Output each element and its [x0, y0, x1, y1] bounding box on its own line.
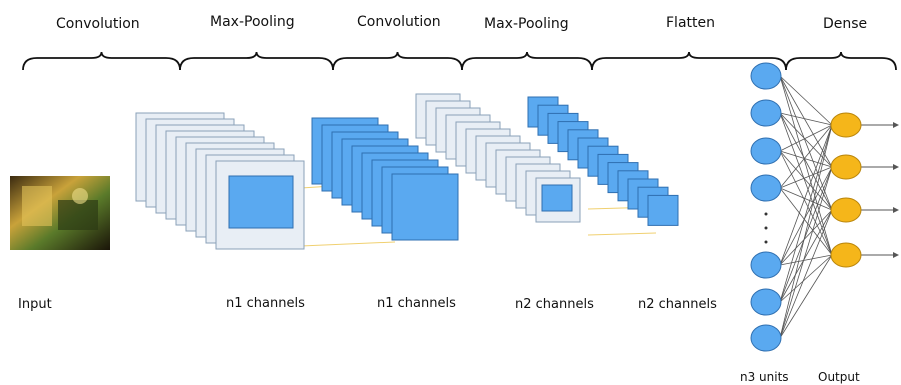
- dense-edge: [779, 166, 833, 303]
- output-arrowhead: [893, 207, 899, 213]
- dense-edge: [779, 187, 833, 256]
- dense-edge: [779, 166, 833, 266]
- input-image: [10, 176, 110, 250]
- n2-channels-label-1: n2 channels: [515, 297, 594, 312]
- output-arrowhead: [893, 122, 899, 128]
- pool2-feature-maps: [527, 96, 679, 226]
- conv2-feature-maps: [415, 93, 581, 223]
- stage-title-convolution-1: Convolution: [56, 16, 140, 32]
- n1-channels-label-1: n1 channels: [226, 296, 305, 311]
- dense-edge: [779, 254, 833, 266]
- dense-edge: [779, 150, 833, 256]
- output-neuron: [830, 242, 862, 268]
- stage-brace-3: [332, 51, 463, 71]
- stage-brace-4: [461, 51, 593, 71]
- stage-brace-2: [179, 51, 334, 71]
- ellipsis-dot: [764, 240, 768, 244]
- dense-edge: [779, 75, 833, 126]
- dense-edge: [779, 209, 833, 303]
- neuron-layers: [750, 62, 862, 352]
- dense-edge: [779, 209, 833, 339]
- ellipsis-dot: [764, 212, 768, 216]
- hidden-neuron: [750, 324, 782, 352]
- hidden-neuron: [750, 174, 782, 202]
- output-arrowhead: [893, 164, 899, 170]
- conv1-feature-maps-receptive-field: [228, 175, 294, 229]
- stage-brace-6: [785, 51, 897, 71]
- pool2-feature-maps-map: [647, 194, 679, 226]
- dense-edge: [779, 166, 833, 339]
- stage-title-flatten: Flatten: [666, 15, 715, 31]
- output-arrows: [861, 122, 899, 258]
- n2-channels-label-2: n2 channels: [638, 297, 717, 312]
- hidden-neuron: [750, 137, 782, 165]
- dense-edge: [779, 124, 833, 339]
- output-neuron: [830, 197, 862, 223]
- hidden-neuron: [750, 251, 782, 279]
- pool1-feature-maps-map: [391, 173, 459, 241]
- dense-connections: [779, 75, 833, 339]
- n3-units-label: n3 units: [740, 370, 789, 384]
- hidden-neuron: [750, 62, 782, 90]
- dense-edge: [779, 150, 833, 168]
- output-neuron: [830, 154, 862, 180]
- dense-edge: [779, 124, 833, 303]
- dense-edge: [779, 112, 833, 211]
- stage-title-max-pooling-1: Max-Pooling: [210, 14, 295, 30]
- output-label: Output: [818, 370, 860, 384]
- dense-edge: [779, 112, 833, 126]
- conv1-feature-maps: [135, 112, 305, 250]
- stage-brace-5: [591, 51, 787, 71]
- stage-title-max-pooling-2: Max-Pooling: [484, 16, 569, 32]
- dense-edge: [779, 209, 833, 266]
- dense-edge: [779, 254, 833, 339]
- dense-edge: [779, 124, 833, 152]
- dense-edge: [779, 150, 833, 211]
- feature-map-stacks: [135, 93, 679, 250]
- stage-title-convolution-2: Convolution: [357, 14, 441, 30]
- stage-brace-1: [22, 51, 181, 71]
- dense-edge: [779, 75, 833, 168]
- stage-title-dense: Dense: [823, 16, 868, 32]
- dense-edge: [779, 75, 833, 211]
- n1-channels-label-2: n1 channels: [377, 296, 456, 311]
- dense-edge: [779, 112, 833, 168]
- hidden-neuron: [750, 99, 782, 127]
- pool1-feature-maps: [311, 117, 459, 241]
- input-label: Input: [18, 297, 52, 312]
- output-arrowhead: [893, 252, 899, 258]
- dense-edge: [779, 166, 833, 189]
- dense-edge: [779, 124, 833, 189]
- dense-edge: [779, 254, 833, 303]
- output-neuron: [830, 112, 862, 138]
- conv2-feature-maps-receptive-field: [541, 184, 573, 212]
- stage-braces: [22, 51, 897, 71]
- dense-edge: [779, 187, 833, 211]
- hidden-neuron: [750, 288, 782, 316]
- dense-edge: [779, 124, 833, 266]
- ellipsis-dot: [764, 226, 768, 230]
